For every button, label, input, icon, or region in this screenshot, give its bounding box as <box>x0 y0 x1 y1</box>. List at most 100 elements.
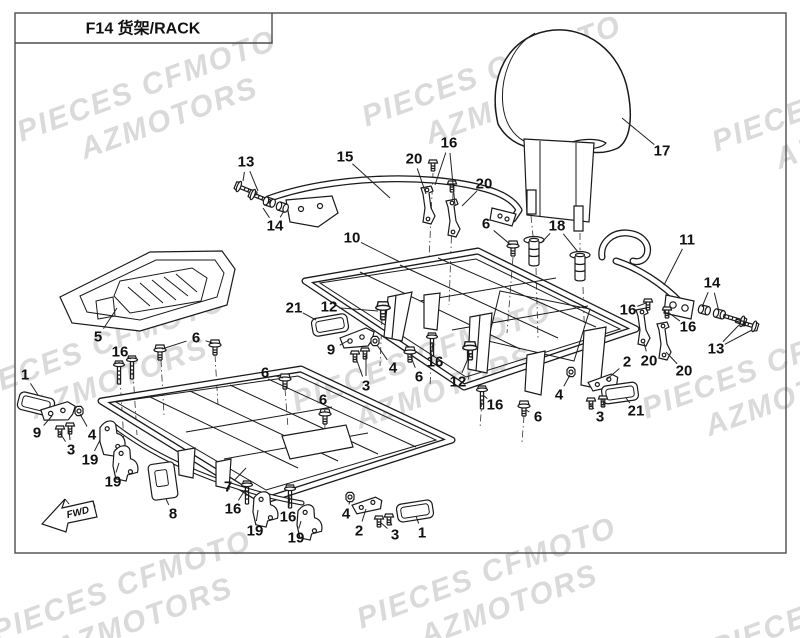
bushing-18 <box>569 250 591 282</box>
bolt-3 <box>64 422 76 435</box>
leader-line <box>234 467 247 481</box>
bolt-16 <box>427 159 439 172</box>
svg-text:PIECES CFMOTO: PIECES CFMOTO <box>707 541 800 638</box>
leader-line <box>540 232 551 244</box>
reflector-21 <box>310 312 350 338</box>
bolt-3 <box>54 425 66 438</box>
leader-line <box>665 351 678 365</box>
part-number-14: 14 <box>267 218 284 235</box>
leader-line <box>637 302 647 307</box>
part-number-6: 6 <box>261 365 269 382</box>
front-rack-drawing <box>101 369 452 503</box>
bracket-20 <box>445 198 461 238</box>
leader-line <box>431 342 434 353</box>
part-number-5: 5 <box>94 329 102 346</box>
page-frame: F14 货架/RACK <box>14 12 787 554</box>
leader-line <box>115 462 120 473</box>
leader-line <box>103 307 118 329</box>
leader-line <box>625 397 631 404</box>
reflector-1 <box>395 498 435 524</box>
leader-line <box>376 344 388 361</box>
nut-4 <box>74 405 84 417</box>
leader-line <box>562 233 579 253</box>
leader-line <box>713 292 720 313</box>
leader-line <box>663 248 683 286</box>
leader-line <box>302 312 317 321</box>
part-number-16: 16 <box>427 354 444 371</box>
leader-line <box>605 368 620 381</box>
part-number-3: 3 <box>67 442 75 459</box>
spacer-14 <box>696 303 712 317</box>
part-number-7: 7 <box>224 479 232 496</box>
part-number-3: 3 <box>362 378 370 395</box>
part-number-16: 16 <box>225 501 242 518</box>
leader-line <box>288 494 291 508</box>
leader-line <box>361 508 367 522</box>
bracket-2 <box>350 496 384 515</box>
part-number-14: 14 <box>704 275 721 292</box>
part-number-2: 2 <box>623 354 631 371</box>
part-number-11: 11 <box>679 232 695 249</box>
part-number-20: 20 <box>676 363 693 380</box>
fwd-arrow: FWD <box>40 498 98 533</box>
leader-line <box>379 521 388 529</box>
leader-line <box>589 403 595 410</box>
leader-line <box>352 163 391 199</box>
part-number-21: 21 <box>286 300 303 317</box>
part-number-20: 20 <box>476 176 493 193</box>
bracket-20 <box>420 185 436 225</box>
part-number-1: 1 <box>21 367 29 384</box>
part-number-16: 16 <box>620 302 637 319</box>
nut-4 <box>345 491 355 503</box>
leader-line <box>621 117 655 146</box>
part-number-19: 19 <box>105 474 122 491</box>
leader-line <box>461 353 471 374</box>
part-number-6: 6 <box>415 369 423 386</box>
leader-line <box>525 409 530 413</box>
leader-line <box>338 307 379 312</box>
part-number-16: 16 <box>280 509 297 526</box>
leader-line <box>493 230 512 246</box>
bolt-3 <box>383 513 395 526</box>
leader-line <box>128 356 132 360</box>
leader-line <box>449 152 456 206</box>
part-number-2: 2 <box>355 523 363 540</box>
bushing-18 <box>523 235 545 267</box>
leader-line <box>360 242 401 263</box>
leader-line <box>339 339 350 346</box>
page-title: F14 货架/RACK <box>86 19 201 38</box>
part-number-21: 21 <box>628 403 645 420</box>
leader-line <box>434 152 447 186</box>
leader-line <box>389 519 393 526</box>
part-number-18: 18 <box>549 218 566 235</box>
part-number-12: 12 <box>450 374 467 391</box>
part-number-13: 13 <box>708 341 725 358</box>
leader-line <box>59 432 66 442</box>
part-number-1: 1 <box>418 525 426 542</box>
nut-4 <box>566 366 576 378</box>
leader-line <box>602 401 605 408</box>
bolt-3 <box>373 515 385 528</box>
leader-line <box>205 340 214 344</box>
leader-line <box>94 439 101 452</box>
leader-line <box>43 415 53 426</box>
rear-rack-drawing <box>305 251 636 396</box>
exploded-view-drawing: FWD <box>15 29 760 542</box>
leader-line <box>724 329 753 345</box>
rear-handle-drawing <box>602 233 760 361</box>
leader-line <box>298 520 302 529</box>
leader-line <box>643 342 647 352</box>
part-number-9: 9 <box>33 425 41 442</box>
part-number-10: 10 <box>344 230 361 247</box>
part-number-3: 3 <box>596 409 604 426</box>
switch-8 <box>147 461 179 501</box>
leader-line <box>79 413 88 427</box>
leader-line <box>355 357 364 377</box>
bolt-16 <box>446 180 458 193</box>
leader-line <box>242 171 245 182</box>
fwd-arrow-label: FWD <box>66 505 91 521</box>
part-number-6: 6 <box>319 392 327 409</box>
